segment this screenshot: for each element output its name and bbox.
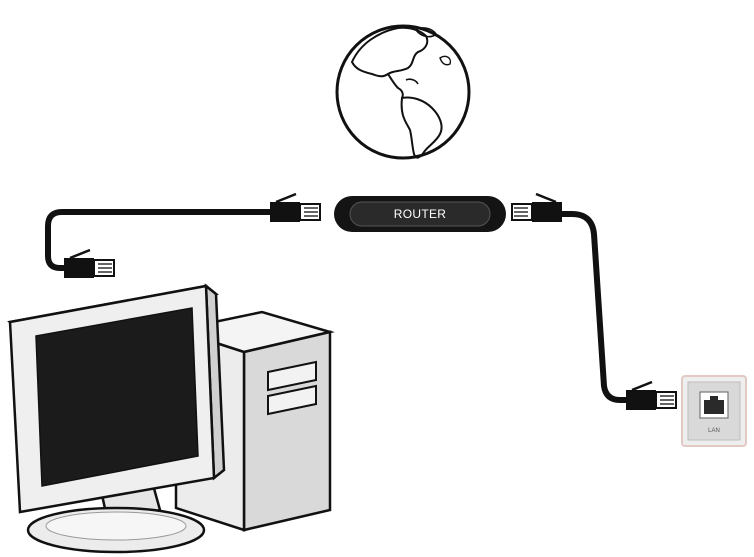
globe-continent-south-america	[400, 96, 443, 159]
router-icon: ROUTER	[334, 196, 506, 232]
rj45-plug-icon	[626, 380, 677, 410]
cable-router-to-wall-port	[537, 211, 635, 403]
globe-continent-central-america	[387, 73, 404, 99]
lan-wall-socket-icon: LAN	[681, 375, 747, 447]
globe-icon	[335, 24, 471, 160]
monitor-screen	[35, 307, 199, 487]
rj45-plug-icon	[511, 192, 562, 222]
globe-island-1	[414, 27, 438, 38]
router-label: ROUTER	[394, 207, 446, 221]
rj45-plug-icon	[270, 192, 321, 222]
monitor	[7, 283, 226, 514]
globe-island-2	[405, 78, 419, 85]
desktop-computer-icon	[7, 283, 335, 554]
rj45-plug-icon	[64, 248, 115, 278]
router-face	[349, 201, 491, 227]
globe-island-3	[439, 55, 452, 66]
lan-port-label: LAN	[708, 428, 720, 434]
lan-port-opening	[704, 396, 724, 414]
globe-continent-north-america	[350, 26, 429, 78]
monitor-stand	[26, 472, 206, 554]
cable-router-to-computer	[45, 209, 275, 271]
